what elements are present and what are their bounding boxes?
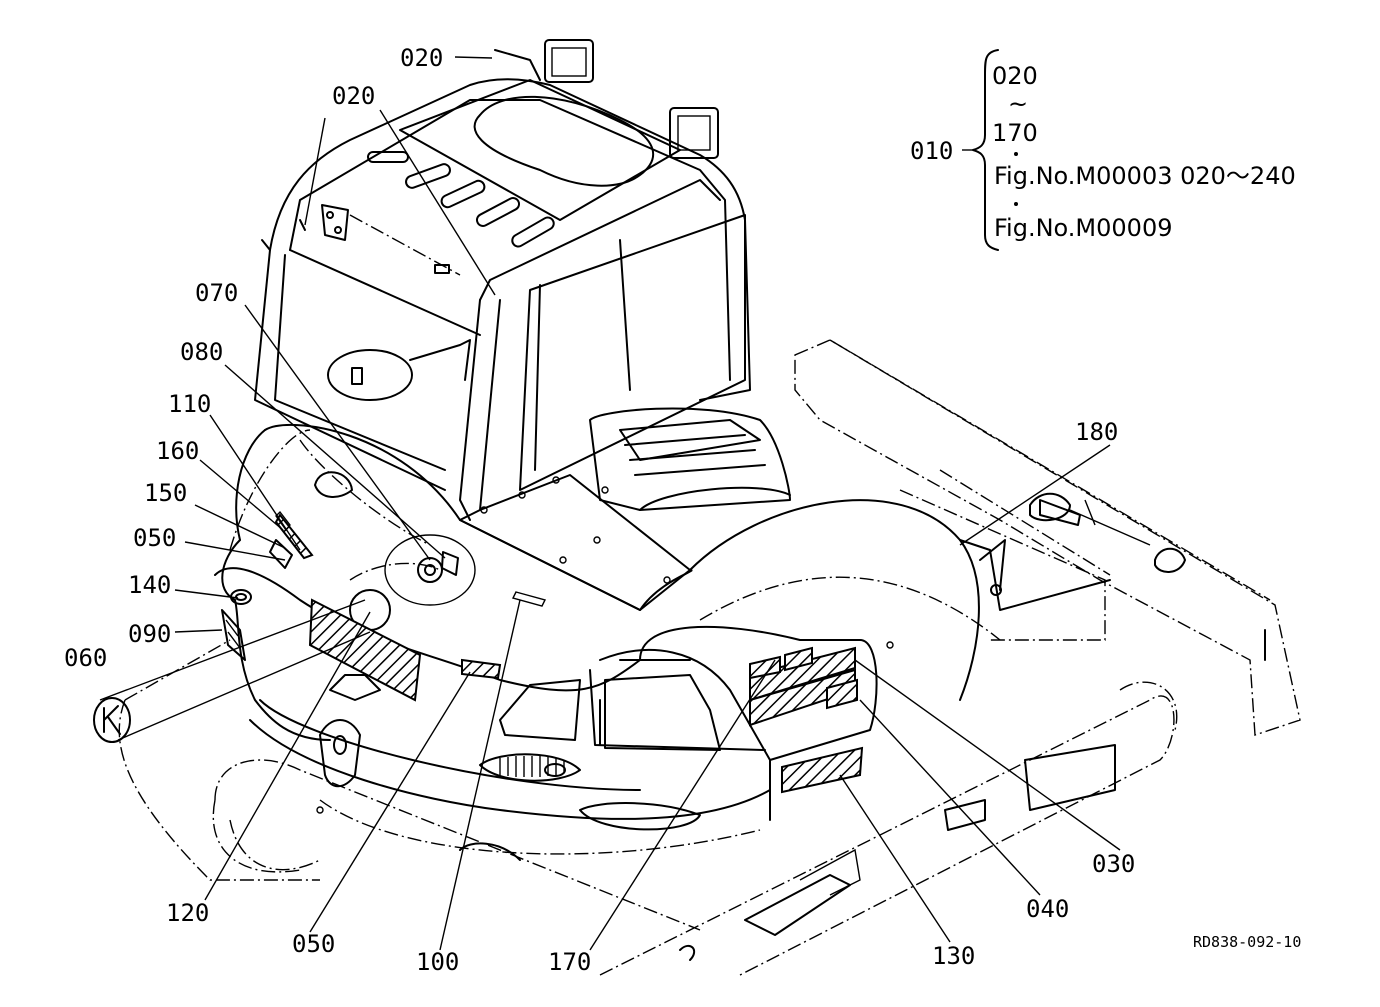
callout-050-front: 050 bbox=[292, 930, 335, 958]
roof-vents bbox=[367, 151, 555, 248]
callout-100: 100 bbox=[416, 948, 459, 976]
note-ref2: Fig.No.M00009 bbox=[994, 214, 1173, 242]
note-bullet bbox=[1014, 202, 1018, 206]
decals bbox=[274, 513, 864, 794]
dozer-blade bbox=[794, 339, 1301, 736]
decal-050 bbox=[461, 658, 502, 680]
callout-110: 110 bbox=[168, 390, 211, 418]
callout-060: 060 bbox=[64, 644, 107, 672]
lower-grille bbox=[499, 756, 565, 777]
note-bullet bbox=[1014, 152, 1018, 156]
callout-090: 090 bbox=[128, 620, 171, 648]
callout-020-top: 020 bbox=[400, 44, 443, 72]
callout-030: 030 bbox=[1092, 850, 1135, 878]
small-parts bbox=[93, 471, 1081, 814]
callout-160: 160 bbox=[156, 437, 199, 465]
lower-body bbox=[118, 576, 1001, 881]
drawing-reference: RD838-092-10 bbox=[1193, 933, 1301, 951]
callout-labels: 020 020 070 080 110 160 150 050 140 090 … bbox=[64, 44, 1135, 976]
decal-030a bbox=[749, 646, 856, 702]
cab bbox=[254, 39, 751, 521]
decal-160 bbox=[274, 513, 314, 560]
callout-020-cab: 020 bbox=[332, 82, 375, 110]
mirror bbox=[327, 339, 471, 401]
callout-170: 170 bbox=[548, 948, 591, 976]
callout-180: 180 bbox=[1075, 418, 1118, 446]
note-ref1: Fig.No.M00003 020～240 bbox=[994, 162, 1296, 190]
note-range-mark: ~ bbox=[1008, 90, 1028, 118]
leader-lines bbox=[99, 56, 1121, 951]
engine-hood bbox=[459, 407, 1111, 701]
decal-130 bbox=[781, 746, 864, 794]
decal-120 bbox=[308, 598, 422, 702]
callout-120: 120 bbox=[166, 899, 209, 927]
callout-130: 130 bbox=[932, 942, 975, 970]
callout-080: 080 bbox=[180, 338, 223, 366]
note-parent: 010 bbox=[910, 137, 953, 165]
emblem-060 bbox=[93, 697, 131, 743]
callout-070: 070 bbox=[195, 279, 238, 307]
note-range-end: 170 bbox=[992, 119, 1038, 147]
callout-040: 040 bbox=[1026, 895, 1069, 923]
note-range-start: 020 bbox=[992, 62, 1038, 90]
work-lights bbox=[494, 39, 719, 159]
callout-140: 140 bbox=[128, 571, 171, 599]
callout-150: 150 bbox=[144, 479, 187, 507]
crawler-track bbox=[212, 681, 1178, 976]
decal-030d bbox=[784, 646, 813, 672]
decal-030c bbox=[749, 655, 781, 680]
callout-050-side: 050 bbox=[133, 524, 176, 552]
decal-040 bbox=[826, 678, 858, 710]
assembly-note: 010 020 ~ 170 Fig.No.M00003 020～240 Fig.… bbox=[910, 49, 1296, 251]
